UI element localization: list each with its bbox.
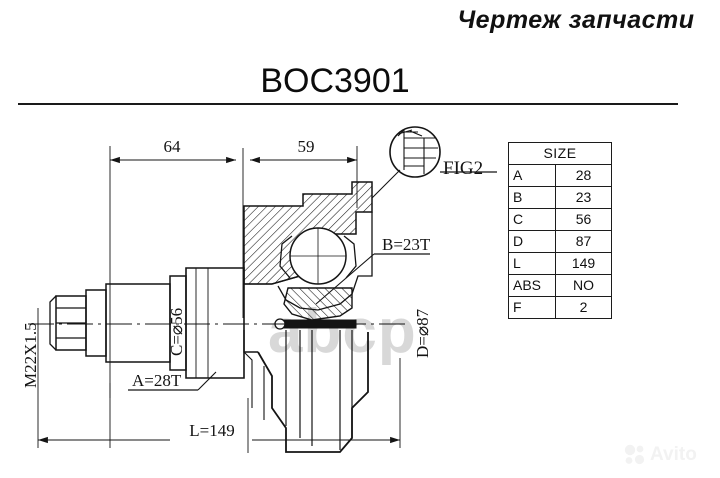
table-row: L 149 [508,252,612,275]
table-row: B 23 [508,186,612,209]
spec-key: F [508,296,556,319]
dimension-outer-spline: B=23T [382,235,431,254]
spec-value: 2 [555,296,612,319]
table-row: C 56 [508,208,612,231]
dimension-joint-diameter: D=⌀87 [413,308,432,358]
table-row: A 28 [508,164,612,187]
spec-key: ABS [508,274,556,297]
spec-value: 87 [555,230,612,253]
spec-table: SIZE A 28 B 23 C 56 D 87 L 149 [508,142,612,319]
spec-key: D [508,230,556,253]
dimension-shaft-diameter: C=⌀56 [167,308,186,356]
spec-value: 28 [555,164,612,187]
dimension-thread: M22X1.5 [21,322,40,388]
spec-value: 149 [555,252,612,275]
technical-drawing: 64 59 L=149 FIG2 B=23T A=28T M22X1.5 C=⌀… [21,126,497,453]
header-divider [18,103,678,105]
table-row: F 2 [508,296,612,319]
spec-key: A [508,164,556,187]
dimension-top-right: 59 [298,137,315,156]
part-number: BOC3901 [260,61,410,100]
dimension-inner-spline: A=28T [132,371,182,390]
page-title: Чертеж запчасти [457,5,695,34]
spec-value: 56 [555,208,612,231]
table-row: ABS NO [508,274,612,297]
spec-key: L [508,252,556,275]
spec-table-header-cell: SIZE [508,142,612,165]
spec-table-body: SIZE A 28 B 23 C 56 D 87 L 149 [508,142,612,319]
avito-logo-icon [624,444,645,465]
watermark-corner-label: Avito [650,444,697,465]
dimension-total-length: L=149 [189,421,234,440]
watermark-corner: Avito [624,444,697,466]
spec-key: C [508,208,556,231]
spec-value: NO [555,274,612,297]
spec-key: B [508,186,556,209]
table-row: D 87 [508,230,612,253]
detail-callout-label: FIG2 [443,158,483,179]
spec-table-header-row: SIZE [508,142,612,165]
dimension-top-left: 64 [164,137,182,156]
spec-value: 23 [555,186,612,209]
